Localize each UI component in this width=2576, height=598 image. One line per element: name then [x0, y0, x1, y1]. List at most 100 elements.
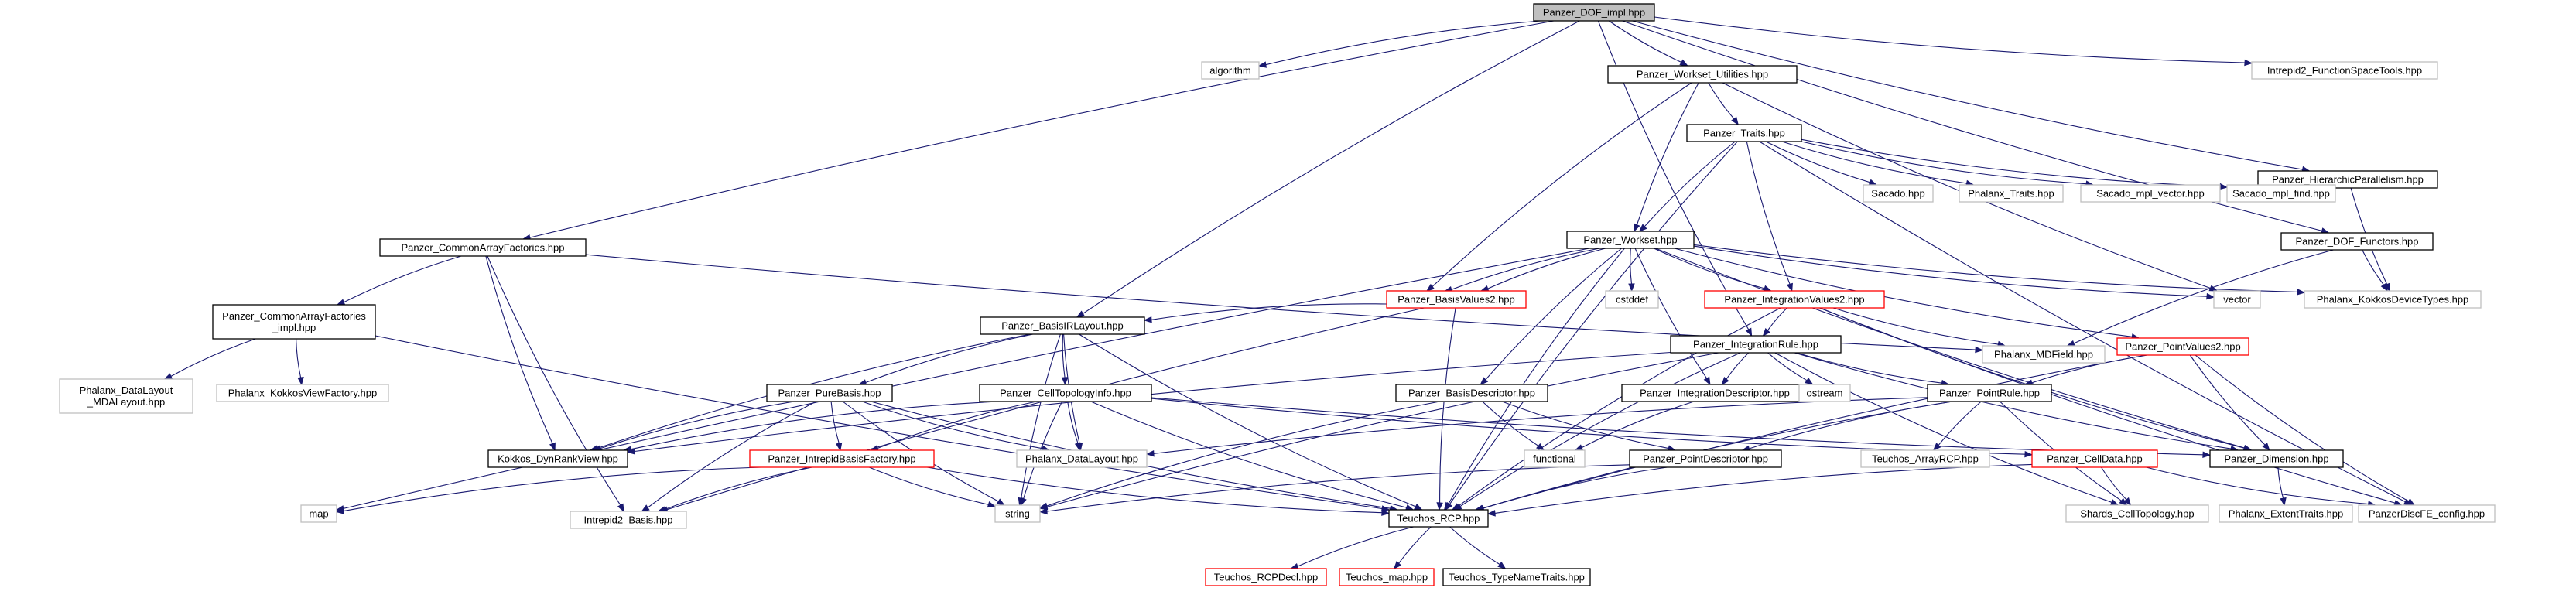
node-label: Panzer_PointRule.hpp: [1939, 388, 2040, 399]
edge-cell_topology_info-to-dimension: [1151, 397, 2212, 459]
edge-workset-to-basis_descriptor: [1480, 248, 1622, 385]
edge-integration_rule-to-dimension: [1794, 352, 2239, 453]
node-label: Sacado.hpp: [1871, 188, 1924, 200]
node-point-rule[interactable]: Panzer_PointRule.hpp: [1927, 384, 2052, 402]
node-label: PanzerDiscFE_config.hpp: [2369, 508, 2485, 520]
node-label: Sacado_mpl_find.hpp: [2232, 188, 2330, 200]
node-workset-util[interactable]: Panzer_Workset_Utilities.hpp: [1607, 65, 1798, 84]
edge-dimension-to-phalanx_extent_traits: [2277, 466, 2287, 507]
node-label: Intrepid2_Basis.hpp: [584, 514, 673, 526]
node-label: Panzer_Traits.hpp: [1703, 128, 1785, 139]
node-label: Panzer_BasisDescriptor.hpp: [1408, 388, 1535, 399]
node-dof-functors[interactable]: Panzer_DOF_Functors.hpp: [2280, 232, 2434, 251]
node-label-prefix: Panzer_: [2125, 341, 2163, 353]
node-label: _MDALayout.hpp: [87, 396, 165, 408]
node-label: Panzer_DOF_impl.hpp: [1543, 7, 1645, 19]
node-workset[interactable]: Panzer_Workset.hpp: [1566, 231, 1695, 249]
edge-workset-to-teuchos_rcp: [1443, 248, 1625, 511]
edge-cell_data-to-shards_cell_topology: [2101, 466, 2132, 507]
node-intrepid-basis: Intrepid2_Basis.hpp: [570, 511, 687, 529]
node-label: Panzer_Workset.hpp: [1583, 234, 1677, 246]
node-integration-values2[interactable]: Panzer_IntegrationValues2.hpp: [1704, 290, 1885, 309]
edge-cell_topology_info-to-string: [1020, 401, 1063, 507]
node-label: Phalanx_ExtentTraits.hpp: [2229, 508, 2343, 520]
node-point-descriptor[interactable]: Panzer_PointDescriptor.hpp: [1629, 449, 1782, 468]
node-point-values2[interactable]: Panzer_PointValues2.hpp: [2116, 337, 2249, 356]
edge-teuchos_rcp-to-teuchos_rcpdecl: [1289, 526, 1414, 569]
node-map: map: [300, 504, 337, 523]
edge-integration_rule-to-shards_cell_topology: [1774, 352, 2119, 506]
node-kokkos-dynrankview[interactable]: Kokkos_DynRankView.hpp: [487, 449, 628, 468]
node-teuchos-arrayrcp: Teuchos_ArrayRCP.hpp: [1860, 449, 1990, 468]
edge-dof_impl-to-workset_util: [1608, 20, 1688, 67]
node-integration-rule[interactable]: Panzer_IntegrationRule.hpp: [1670, 335, 1842, 354]
node-basis-descriptor[interactable]: Panzer_BasisDescriptor.hpp: [1395, 384, 1548, 402]
edge-basis_values2-to-teuchos_rcp: [1436, 307, 1456, 511]
edge-basis_irlayout-to-string: [1018, 333, 1061, 507]
edge-intrepid_basis_factory-to-map: [335, 466, 761, 514]
node-common-array[interactable]: Panzer_CommonArrayFactories.hpp: [379, 238, 587, 257]
node-label: Panzer_PureBasis.hpp: [778, 388, 881, 399]
node-teuchos-typenametraits[interactable]: Teuchos_TypeNameTraits.hpp: [1442, 568, 1591, 586]
edge-workset_util-to-iostream: [1425, 82, 1692, 292]
edge-basis_irlayout-to-teuchos_rcp: [1079, 333, 1423, 511]
edge-traits-to-sacado: [1765, 141, 1878, 186]
node-basis-irlayout[interactable]: Panzer_BasisIRLayout.hpp: [980, 316, 1145, 335]
graph-edges: [163, 16, 2416, 570]
node-label: cstddef: [1616, 294, 1648, 306]
node-intrepid-fst: Intrepid2_FunctionSpaceTools.hpp: [2251, 61, 2438, 80]
node-panzer-discfe-config: PanzerDiscFE_config.hpp: [2358, 504, 2496, 523]
edge-dof_functors-to-kokkos_device_types: [2362, 249, 2389, 292]
node-label: Kokkos_DynRankView.hpp: [498, 453, 618, 465]
node-teuchos-rcpdecl[interactable]: Teuchos_RCPDecl.hpp: [1205, 568, 1327, 586]
node-label: Panzer_HierarchicParallelism.hpp: [2272, 174, 2424, 186]
node-label: Panzer_CommonArrayFactories: [222, 310, 366, 322]
edge-pure_basis-to-intrepid_basis_factory: [830, 401, 843, 452]
node-teuchos-map[interactable]: Teuchos_map.hpp: [1339, 568, 1435, 586]
edge-dof_impl-to-dof_functors: [1622, 20, 2330, 234]
node-pure-basis[interactable]: Panzer_PureBasis.hpp: [766, 384, 893, 402]
node-label: Teuchos_ArrayRCP.hpp: [1872, 453, 1979, 465]
node-label: _impl.hpp: [272, 322, 316, 333]
edge-common_array-to-common_array_impl: [336, 255, 462, 306]
node-kokkos-view-factory: Phalanx_KokkosViewFactory.hpp: [216, 384, 389, 402]
node-intrepid-basis-factory[interactable]: Panzer_IntrepidBasisFactory.hpp: [749, 449, 935, 468]
node-label: Teuchos_RCPDecl.hpp: [1214, 572, 1318, 583]
node-label-rest: PointValues2.hpp: [2163, 341, 2241, 353]
node-dimension[interactable]: Panzer_Dimension.hpp: [2209, 449, 2344, 468]
edge-workset-to-kokkos_device_types: [1693, 244, 2306, 296]
node-label: string: [1005, 508, 1030, 520]
edge-workset-to-iostream: [1443, 248, 1600, 293]
node-hier-par[interactable]: Panzer_HierarchicParallelism.hpp: [2257, 170, 2438, 189]
edge-basis_descriptor-to-functional: [1482, 401, 1545, 451]
node-dof-impl: Panzer_DOF_impl.hpp: [1533, 3, 1655, 22]
edge-dof_impl-to-basis_irlayout: [1076, 20, 1580, 318]
node-label: Panzer_PointDescriptor.hpp: [1643, 453, 1768, 465]
node-traits[interactable]: Panzer_Traits.hpp: [1686, 124, 1802, 142]
node-teuchos-rcp[interactable]: Teuchos_RCP.hpp: [1388, 509, 1489, 528]
node-common-array-impl[interactable]: Panzer_CommonArrayFactories_impl.hpp: [212, 304, 376, 340]
node-functional: functional: [1524, 449, 1586, 468]
edge-basis_descriptor-to-point_descriptor: [1501, 401, 1677, 452]
node-label: Panzer_IntegrationValues2.hpp: [1724, 294, 1864, 306]
node-cell-topology-info[interactable]: Panzer_CellTopologyInfo.hpp: [979, 384, 1152, 402]
edge-workset-to-basis_values2: [1480, 248, 1606, 292]
node-cell-data[interactable]: Panzer_CellData.hpp: [2031, 449, 2158, 468]
node-basis-values2[interactable]: Panzer_BasisValues2.hpp: [1386, 290, 1527, 309]
node-label: Phalanx_DataLayout.hpp: [1025, 453, 1138, 465]
node-integration-descriptor[interactable]: Panzer_IntegrationDescriptor.hpp: [1621, 384, 1808, 402]
node-kokkos-device-types: Phalanx_KokkosDeviceTypes.hpp: [2304, 290, 2482, 309]
node-mdfield: Phalanx_MDField.hpp: [1982, 345, 2106, 364]
node-label: Phalanx_KokkosViewFactory.hpp: [228, 388, 377, 399]
node-sacado: Sacado.hpp: [1863, 184, 1934, 203]
node-phalanx-datalayout-mda: Phalanx_DataLayout_MDALayout.hpp: [59, 378, 193, 414]
edge-teuchos_rcp-to-teuchos_map: [1393, 526, 1432, 570]
node-label: Panzer_CommonArrayFactories.hpp: [402, 242, 565, 254]
node-label: Panzer_BasisValues2.hpp: [1397, 294, 1515, 306]
node-label: algorithm: [1209, 65, 1250, 77]
edge-integration_values2-to-mdfield: [1832, 307, 2006, 348]
node-label: Phalanx_MDField.hpp: [1994, 349, 2093, 361]
edge-common_array-to-kokkos_dynrankview: [485, 255, 556, 452]
edge-point_values2-to-dimension: [2189, 354, 2270, 452]
